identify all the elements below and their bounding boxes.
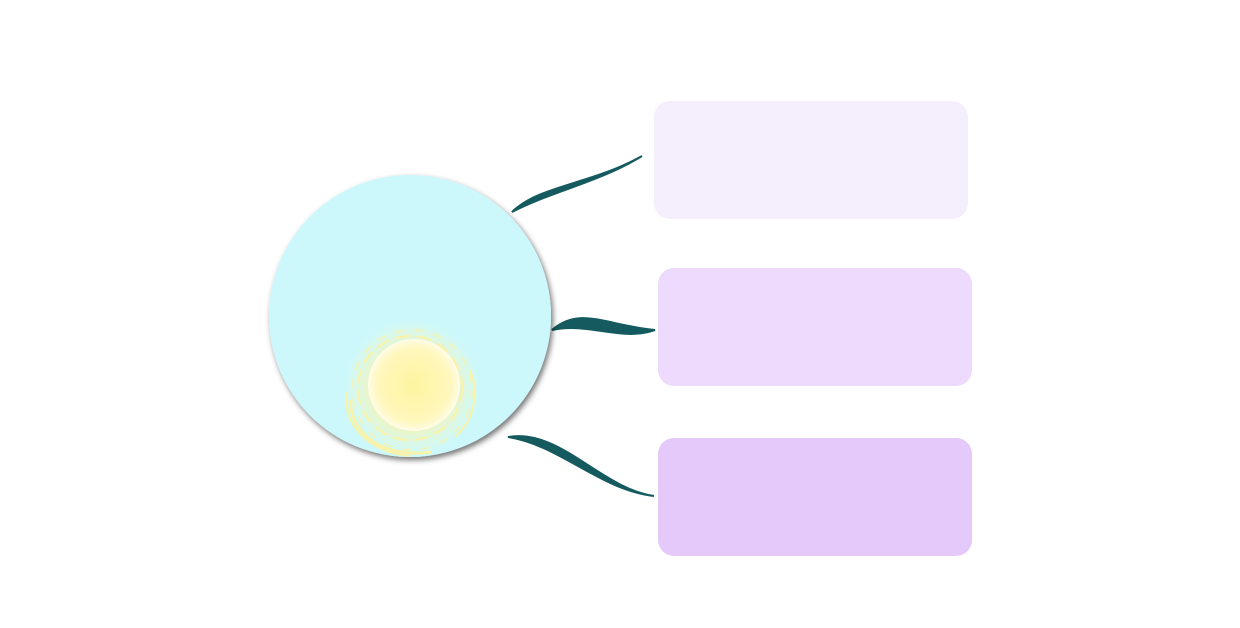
- info-box-3: [658, 438, 972, 556]
- connector-1: [511, 155, 643, 213]
- connector-2: [551, 317, 656, 335]
- info-box-2: [658, 268, 972, 386]
- connector-3: [507, 435, 655, 497]
- info-box-1: [654, 101, 968, 219]
- hub-circle: [269, 175, 551, 457]
- sun-icon: [344, 320, 480, 457]
